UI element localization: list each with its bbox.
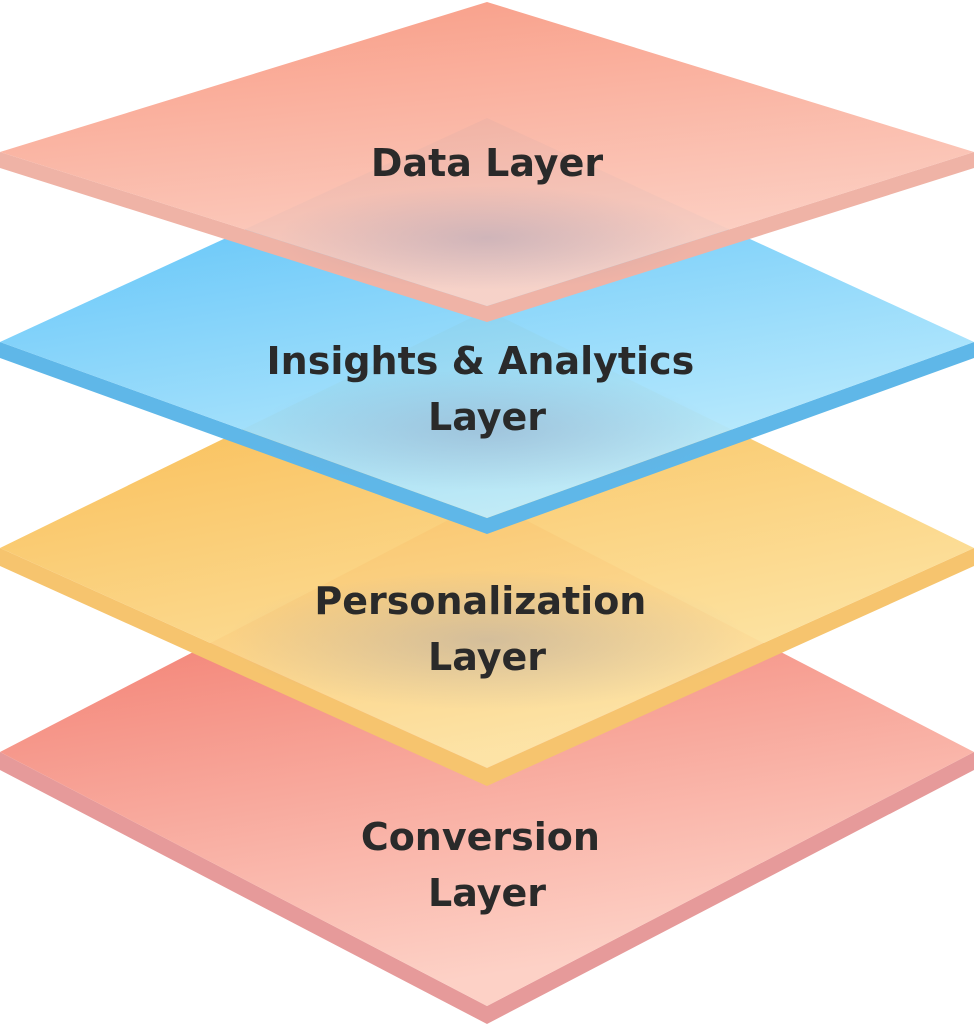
layer-insights-overlap-shade (257, 370, 717, 490)
layer-data-overlap-shade (277, 186, 697, 290)
layer-personalization-label: Personalization Layer (314, 579, 659, 679)
layer-personalization: Personalization Layer (0, 310, 974, 786)
layer-data-label: Data Layer (371, 141, 603, 185)
layer-data: Data Layer (0, 2, 974, 322)
layer-data-plate (0, 2, 974, 306)
layer-insights-label: Insights & Analytics Layer (267, 339, 708, 439)
layer-conversion-label: Conversion Layer (361, 815, 613, 915)
layer-personalization-overlap-shade (227, 570, 747, 710)
